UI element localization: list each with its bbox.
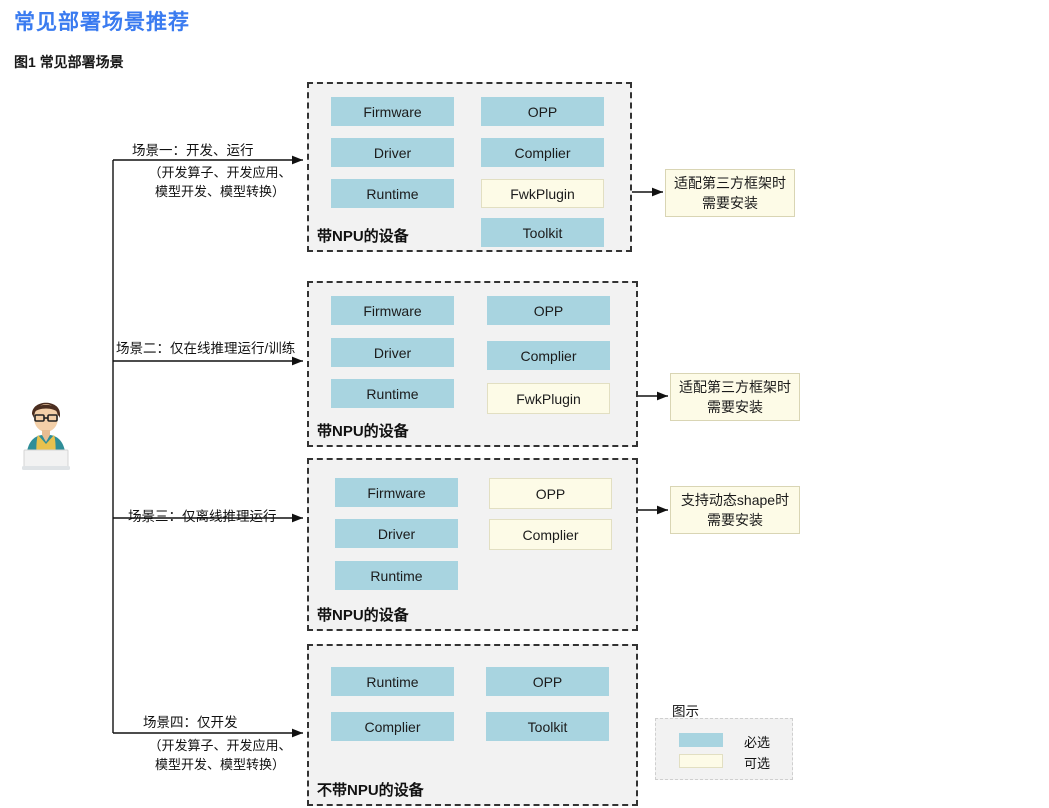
component-firmware[interactable]: Firmware [331, 296, 454, 325]
scenario-1-label: 场景一：开发、运行 [132, 143, 254, 158]
component-firmware[interactable]: Firmware [335, 478, 458, 507]
scenario-1-sublabel: （开发算子、开发应用、 模型开发、模型转换） [125, 164, 315, 202]
scenario-1-note: 适配第三方框架时 需要安装 [665, 169, 795, 217]
component-opp[interactable]: OPP [487, 296, 610, 325]
component-driver[interactable]: Driver [331, 338, 454, 367]
legend-swatch-optional [679, 754, 723, 768]
legend-label-required: 必选 [744, 735, 771, 750]
scenario-3-group[interactable]: Firmware Driver Runtime OPP Complier 带NP… [307, 458, 638, 631]
component-firmware[interactable]: Firmware [331, 97, 454, 126]
scenario-1-note-line1: 适配第三方框架时 [674, 174, 786, 191]
component-runtime[interactable]: Runtime [335, 561, 458, 590]
component-fwkplugin[interactable]: FwkPlugin [481, 179, 604, 208]
component-complier[interactable]: Complier [489, 519, 612, 550]
page-title: 常见部署场景推荐 [14, 10, 190, 34]
legend-swatch-required [679, 733, 723, 747]
scenario-1-sublabel-line2: 模型开发、模型转换） [154, 183, 285, 199]
scenario-4-sublabel-line2: 模型开发、模型转换） [154, 756, 285, 772]
scenario-2-note-line2: 需要安装 [707, 399, 763, 415]
scenario-4-group[interactable]: Runtime Complier OPP Toolkit 不带NPU的设备 [307, 644, 638, 806]
component-complier[interactable]: Complier [481, 138, 604, 167]
scenario-1-device-label: 带NPU的设备 [317, 228, 409, 245]
scenario-3-label: 场景三：仅离线推理运行 [128, 509, 277, 524]
scenario-4-label: 场景四：仅开发 [143, 715, 238, 730]
scenario-3-note: 支持动态shape时 需要安装 [670, 486, 800, 534]
scenario-3-device-label: 带NPU的设备 [317, 607, 409, 624]
scenario-2-group[interactable]: Firmware Driver Runtime OPP Complier Fwk… [307, 281, 638, 447]
scenario-2-note-line1: 适配第三方框架时 [679, 378, 791, 395]
component-toolkit[interactable]: Toolkit [486, 712, 609, 741]
component-opp[interactable]: OPP [486, 667, 609, 696]
component-fwkplugin[interactable]: FwkPlugin [487, 383, 610, 414]
scenario-2-note: 适配第三方框架时 需要安装 [670, 373, 800, 421]
scenario-2-device-label: 带NPU的设备 [317, 423, 409, 440]
scenario-4-sublabel: （开发算子、开发应用、 模型开发、模型转换） [125, 737, 315, 775]
legend-box [655, 718, 793, 780]
figure-caption: 图1 常见部署场景 [14, 52, 124, 72]
component-opp[interactable]: OPP [489, 478, 612, 509]
component-toolkit[interactable]: Toolkit [481, 218, 604, 247]
component-complier[interactable]: Complier [487, 341, 610, 370]
component-runtime[interactable]: Runtime [331, 379, 454, 408]
scenario-3-note-line2: 需要安装 [707, 512, 763, 528]
legend-title: 图示 [672, 704, 699, 719]
figure-number: 图1 [14, 54, 36, 70]
scenario-1-group[interactable]: Firmware Driver Runtime OPP Complier Fwk… [307, 82, 632, 252]
scenario-1-note-line2: 需要安装 [702, 195, 758, 211]
scenario-1-sublabel-line1: （开发算子、开发应用、 [148, 165, 292, 180]
scenario-4-sublabel-line1: （开发算子、开发应用、 [148, 738, 292, 753]
component-runtime[interactable]: Runtime [331, 179, 454, 208]
scenario-3-note-line1: 支持动态shape时 [680, 491, 790, 508]
scenario-4-device-label: 不带NPU的设备 [317, 782, 424, 799]
legend-label-optional: 可选 [744, 756, 771, 771]
scenario-2-label: 场景二：仅在线推理运行/训练 [116, 341, 296, 356]
figure-caption-text: 常见部署场景 [39, 54, 124, 70]
developer-avatar [22, 402, 70, 470]
component-opp[interactable]: OPP [481, 97, 604, 126]
component-complier[interactable]: Complier [331, 712, 454, 741]
component-driver[interactable]: Driver [331, 138, 454, 167]
component-runtime[interactable]: Runtime [331, 667, 454, 696]
component-driver[interactable]: Driver [335, 519, 458, 548]
